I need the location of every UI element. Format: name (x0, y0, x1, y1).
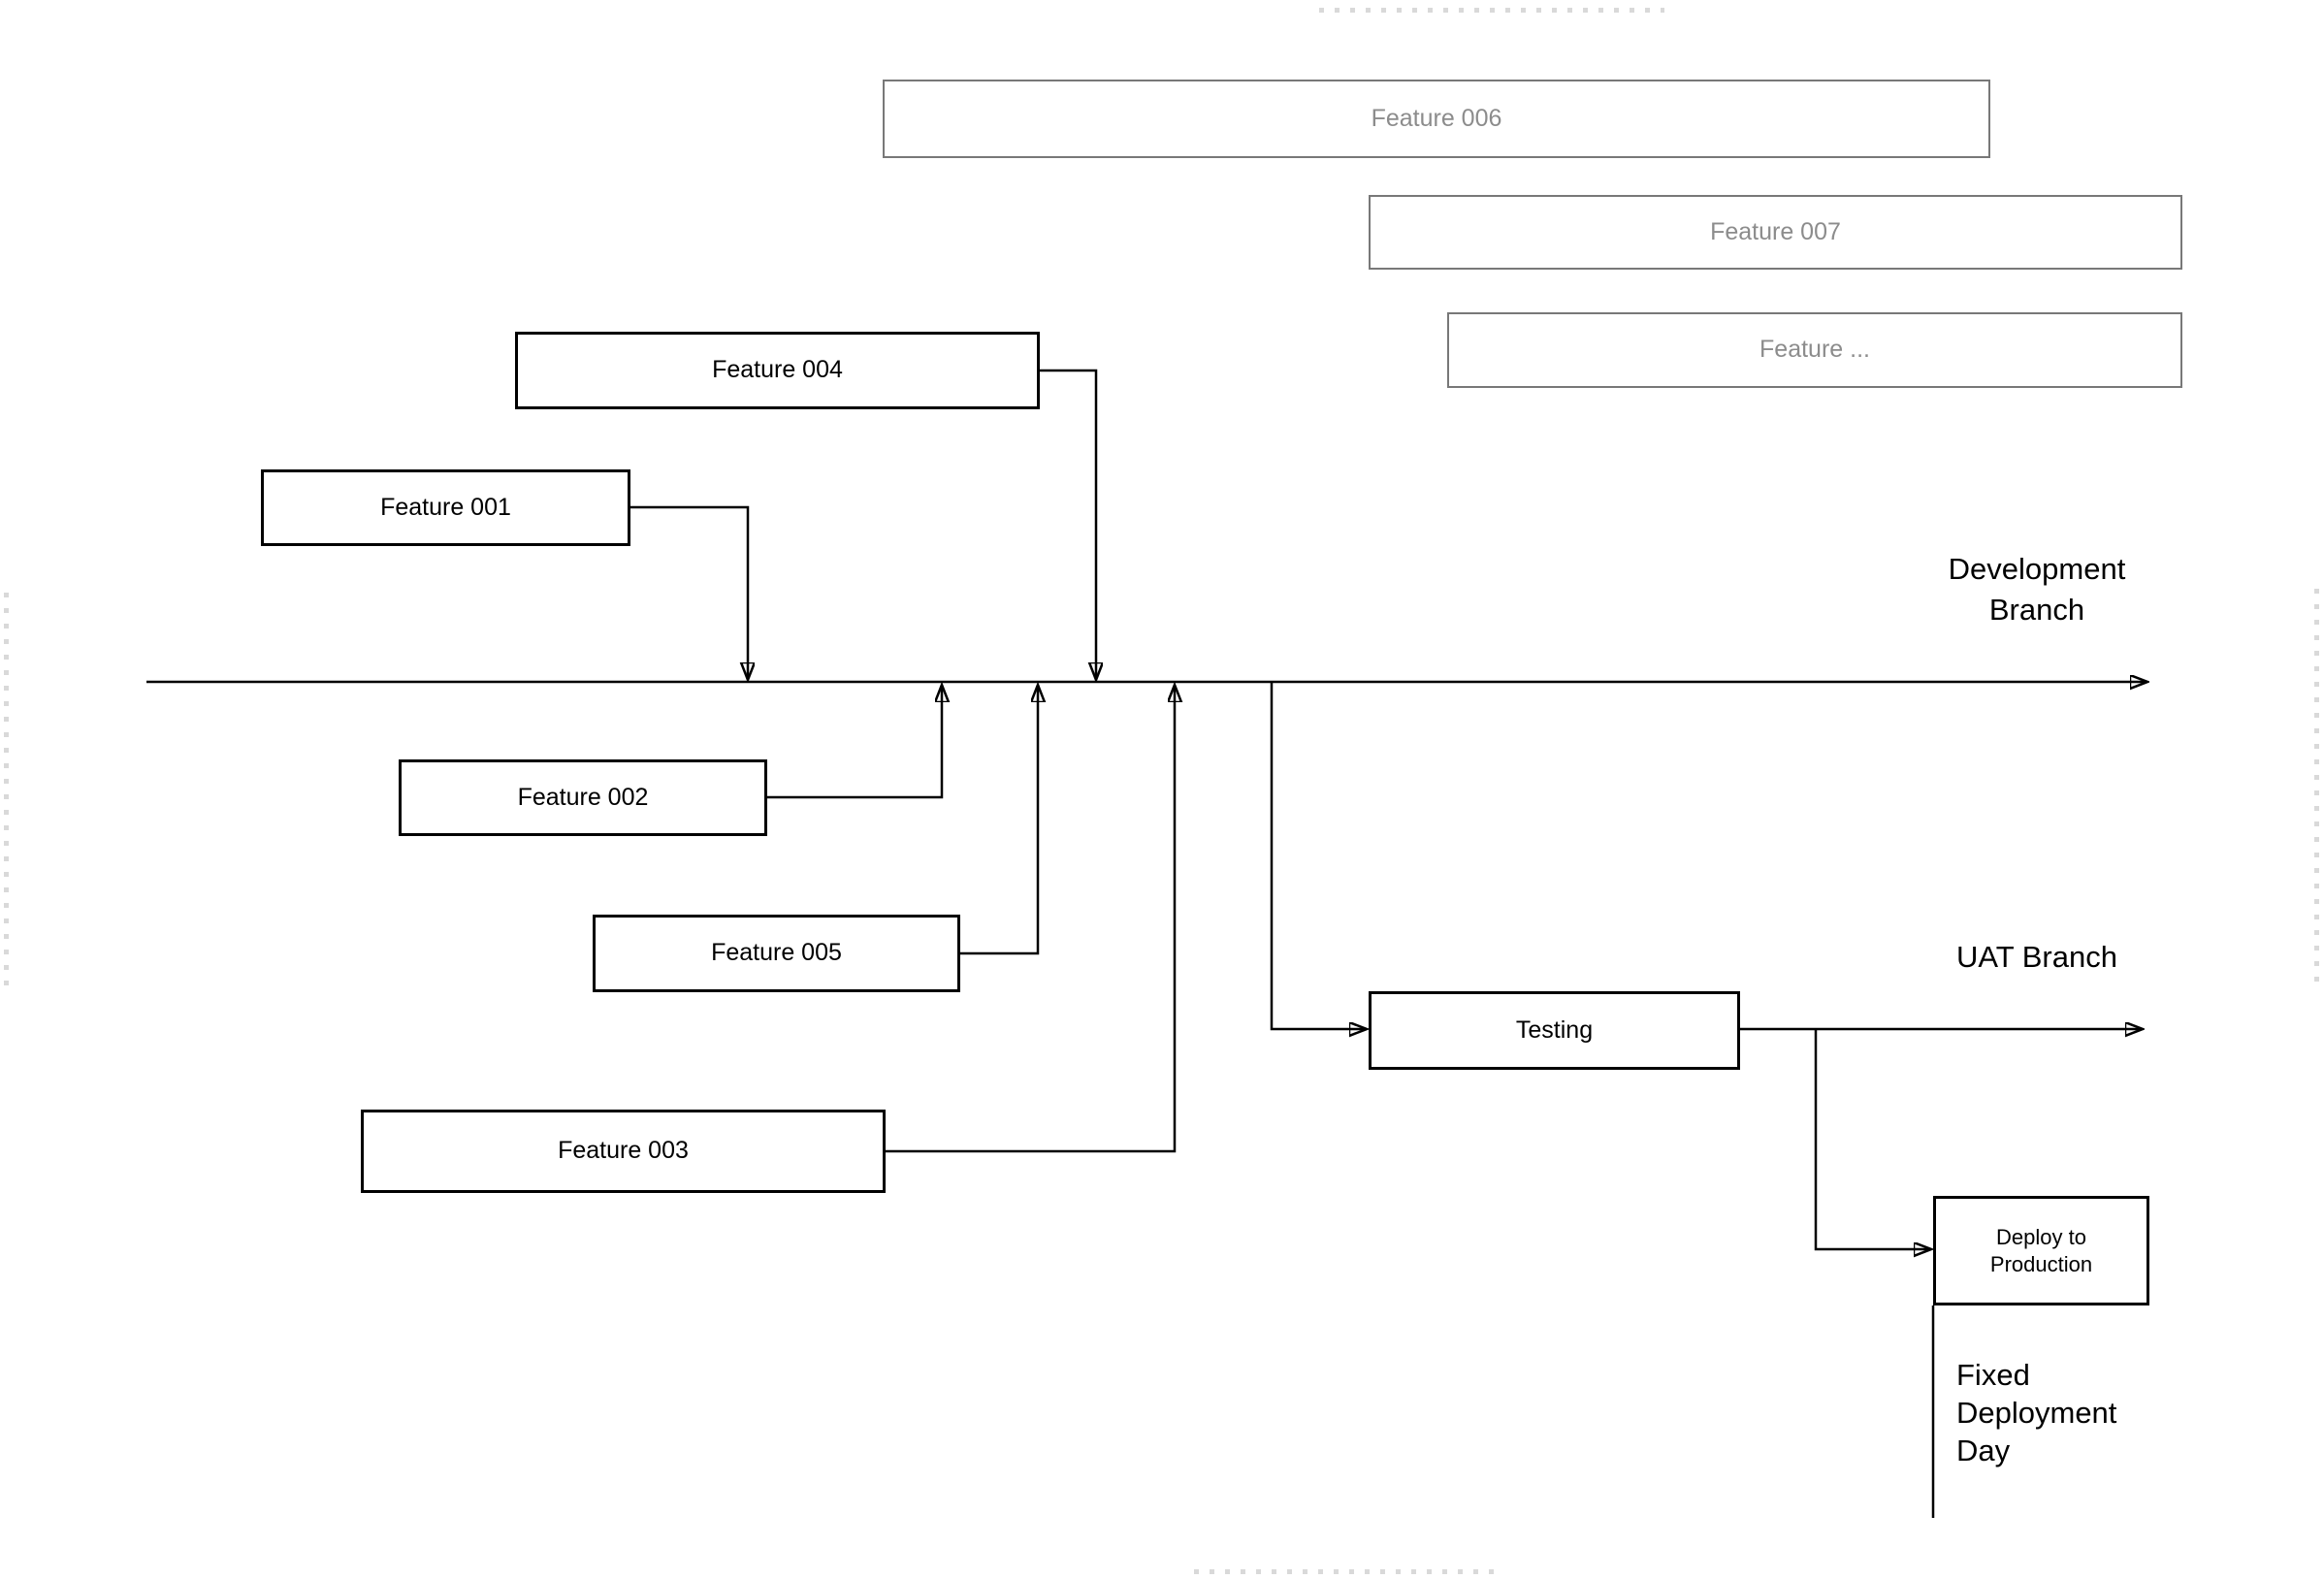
node-feature-004[interactable]: Feature 004 (515, 332, 1040, 409)
node-label: Feature 003 (558, 1137, 689, 1165)
label-development-branch[interactable]: Development Branch (1948, 552, 2126, 627)
node-label: Feature 005 (711, 939, 842, 967)
node-label: Feature 001 (380, 493, 511, 521)
node-feature-006[interactable]: Feature 006 (883, 80, 1990, 158)
page-boundary-dots-top (1319, 8, 1664, 13)
connector-deploy-split[interactable] (1814, 1029, 1929, 1249)
node-label: Feature 002 (517, 783, 649, 811)
connector-feature-005-merge[interactable] (960, 687, 1038, 955)
node-feature-007[interactable]: Feature 007 (1369, 195, 2182, 270)
page-boundary-dots-left (4, 593, 9, 988)
node-feature-001[interactable]: Feature 001 (261, 469, 630, 546)
connector-feature-001-merge[interactable] (630, 505, 748, 678)
node-label: Feature 006 (1371, 104, 1502, 132)
node-label: Feature 004 (712, 356, 843, 384)
node-testing[interactable]: Testing (1369, 991, 1740, 1070)
connector-feature-003-merge[interactable] (886, 687, 1175, 1153)
node-deploy-to-production[interactable]: Deploy to Production (1933, 1196, 2149, 1305)
node-label: Feature ... (1759, 336, 1870, 364)
node-label: Feature 007 (1710, 217, 1841, 245)
label-uat-branch[interactable]: UAT Branch (1956, 940, 2117, 974)
page-boundary-dots-bottom (1194, 1569, 1501, 1574)
node-feature-005[interactable]: Feature 005 (593, 915, 960, 992)
node-feature-003[interactable]: Feature 003 (361, 1110, 886, 1193)
node-feature-ellipsis[interactable]: Feature ... (1447, 312, 2182, 388)
connector-feature-002-merge[interactable] (767, 687, 942, 799)
connector-feature-004-merge[interactable] (1040, 369, 1096, 678)
node-label: Deploy to Production (1989, 1225, 2093, 1276)
node-feature-002[interactable]: Feature 002 (399, 759, 767, 836)
node-label: Testing (1515, 1015, 1594, 1044)
label-fixed-deployment-day[interactable]: Fixed Deployment Day (1956, 1358, 2117, 1467)
page-boundary-dots-right (2314, 589, 2319, 988)
connector-uat-branch-split[interactable] (1270, 683, 1365, 1029)
